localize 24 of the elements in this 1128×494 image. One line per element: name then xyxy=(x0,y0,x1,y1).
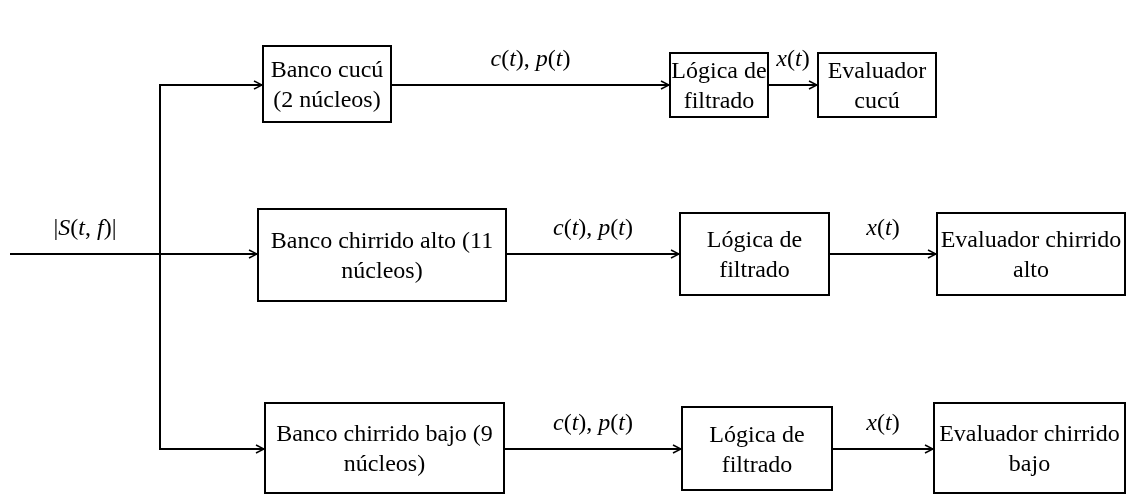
process-box xyxy=(679,212,830,296)
box-label: Banco chirrido bajo (9 núcleos) xyxy=(275,419,494,478)
box-label: Lógica de filtrado xyxy=(705,225,804,284)
process-box xyxy=(817,52,937,118)
arrow xyxy=(768,80,818,90)
box-label: Banco cucú (2 núcleos) xyxy=(269,55,385,114)
box-label: Evaluador chirrido bajo xyxy=(938,419,1121,478)
process-box xyxy=(264,402,505,494)
arrow xyxy=(829,249,937,259)
box-label: Lógica de filtrado xyxy=(708,419,806,479)
arrow xyxy=(832,444,934,454)
process-box xyxy=(262,45,392,123)
arrow xyxy=(504,444,682,454)
process-box xyxy=(933,402,1126,494)
process-box xyxy=(257,208,507,302)
arrow xyxy=(391,80,670,90)
box-label: Evaluador cucú xyxy=(826,56,928,115)
arrow xyxy=(9,253,265,454)
box-label: Lógica de filtrado xyxy=(671,56,767,115)
box-label: Banco chirrido alto (11 núcleos) xyxy=(269,226,495,285)
box-label: Evaluador chirrido alto xyxy=(939,225,1123,284)
process-box xyxy=(936,212,1126,296)
arrow xyxy=(506,249,680,259)
process-box xyxy=(681,406,833,491)
